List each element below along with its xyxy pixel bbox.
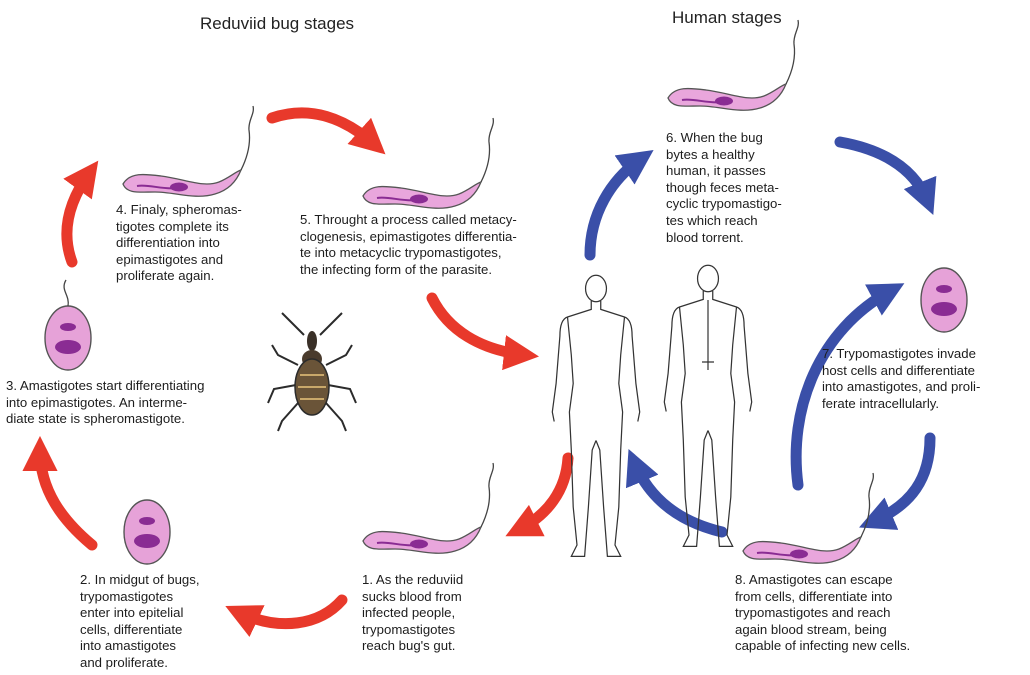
amastigote-cell-icon <box>45 306 91 370</box>
arrow-2-to-3 <box>40 450 92 545</box>
arrow-8-to-human <box>634 462 722 532</box>
arrow-1-to-2 <box>238 600 342 624</box>
step-5-text: 5. Throught a process called metacy- clo… <box>300 212 517 278</box>
arrow-6-to-7 <box>840 142 928 202</box>
arrow-human-to-1 <box>518 458 568 530</box>
flagellum <box>64 280 68 306</box>
step-8-text: 8. Amastigotes can escape from cells, di… <box>735 572 910 655</box>
epimastigote-icon <box>123 106 253 196</box>
amastigote-cell-icon <box>921 268 967 332</box>
step-6-text: 6. When the bug bytes a healthy human, i… <box>666 130 782 246</box>
arrow-human-to-6 <box>590 158 642 255</box>
trypomastigote-icon <box>363 118 493 208</box>
human-front-figure-icon <box>552 275 639 556</box>
arrow-4-to-5 <box>272 113 375 145</box>
step-1-text: 1. As the reduviid sucks blood from infe… <box>362 572 463 655</box>
step-7-text: 7. Trypomastigotes invade host cells and… <box>822 346 980 412</box>
trypomastigote-icon <box>668 20 798 110</box>
arrow-5-to-human <box>432 298 525 355</box>
step-3-text: 3. Amastigotes start differentiating int… <box>6 378 204 428</box>
human-stages-heading: Human stages <box>672 8 782 28</box>
amastigote-cell-icon <box>124 500 170 564</box>
spine-line <box>702 300 714 370</box>
arrow-3-to-4 <box>67 172 90 262</box>
trypomastigote-icon <box>363 463 493 553</box>
bug-stages-heading: Reduviid bug stages <box>200 14 354 34</box>
step-2-text: 2. In midgut of bugs, trypomastigotes en… <box>80 572 200 672</box>
step-4-text: 4. Finaly, spheromas- tigotes complete i… <box>116 202 242 285</box>
reduviid-bug-icon <box>268 313 356 431</box>
arrow-7-to-8 <box>872 438 930 522</box>
trypomastigote-icon <box>743 473 873 563</box>
